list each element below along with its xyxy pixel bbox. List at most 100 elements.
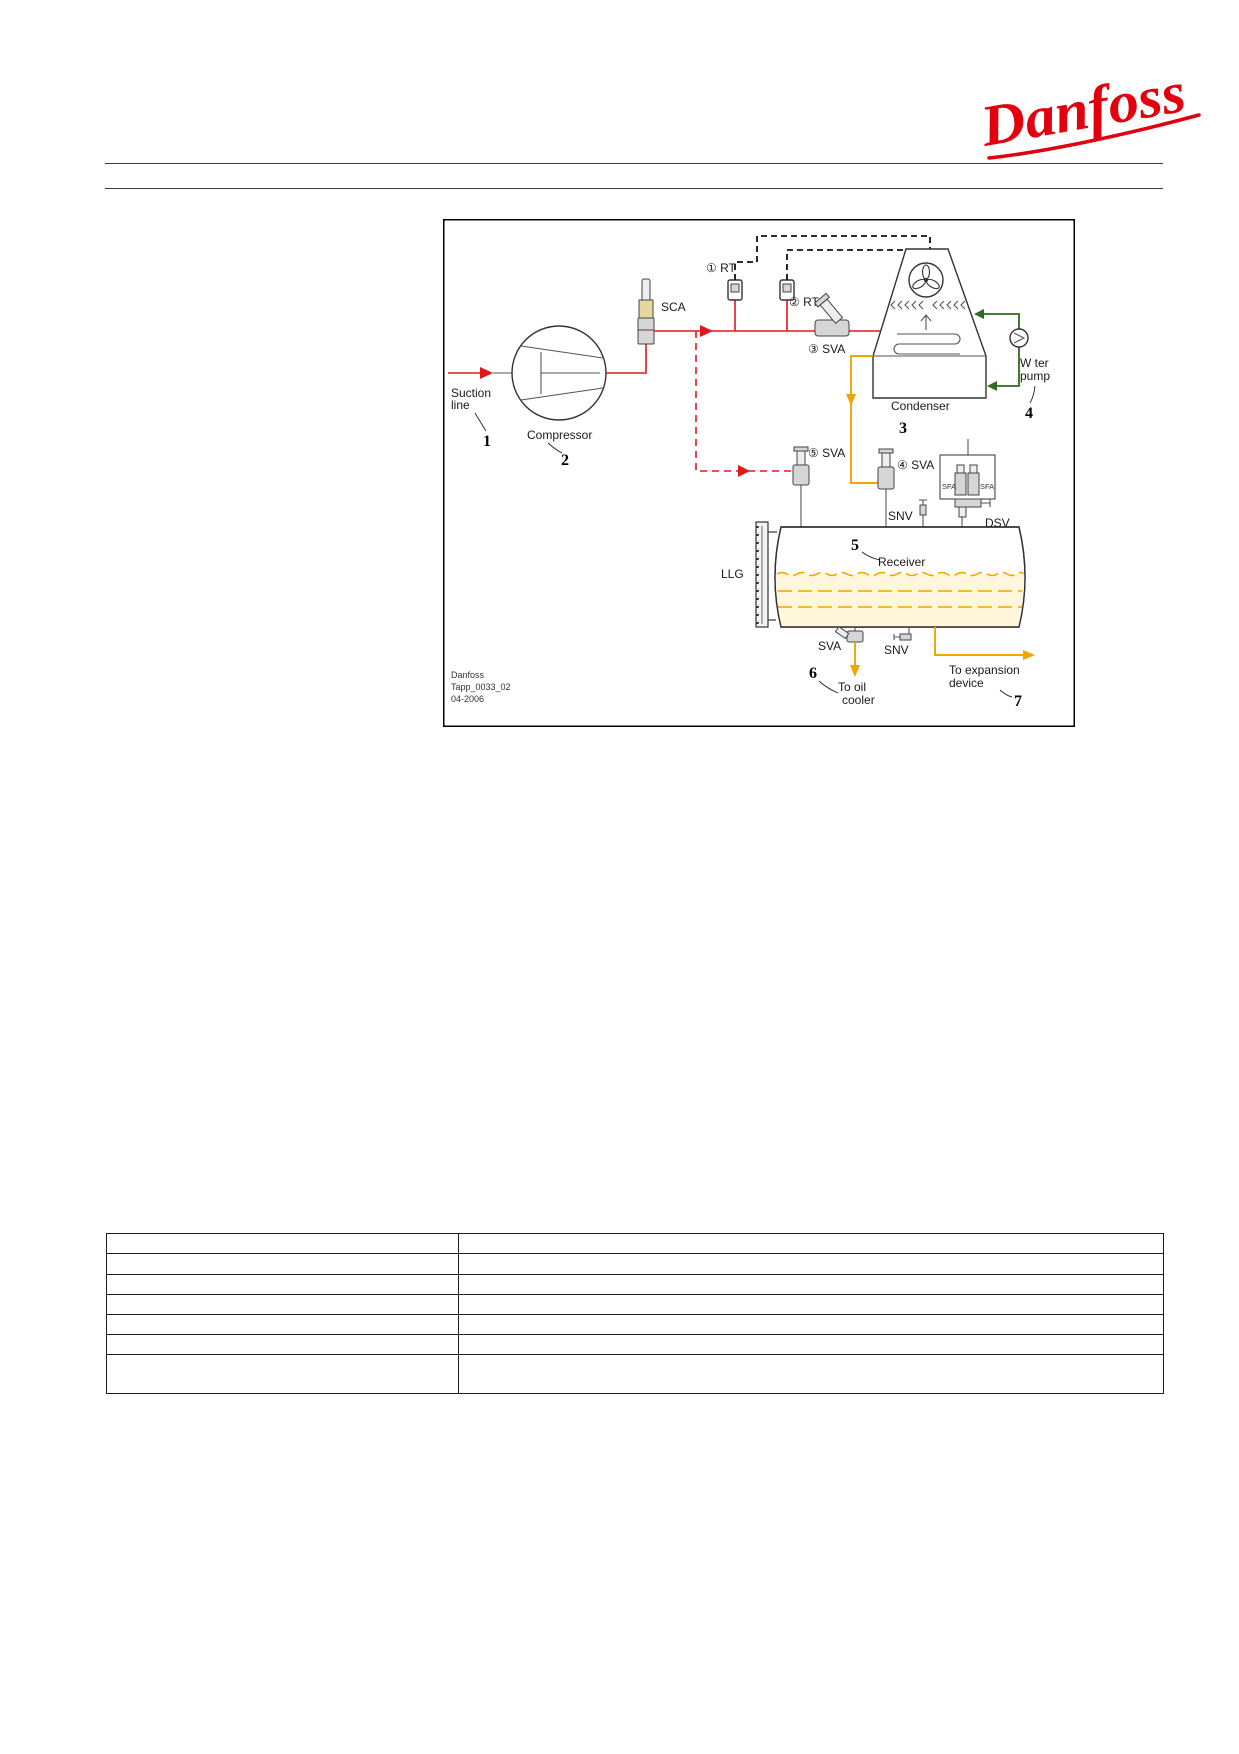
expansion-device-pipe bbox=[934, 627, 1025, 656]
sva3-stop-valve-icon bbox=[813, 292, 850, 337]
table-cell bbox=[106, 1334, 459, 1355]
table-cell bbox=[106, 1233, 459, 1254]
refrigeration-circuit-diagram: Suction line 1 Compressor 2 SCA ① RT ② R… bbox=[443, 219, 1075, 727]
rt1-control-signal bbox=[734, 235, 931, 280]
danfoss-logo: Danfoss bbox=[975, 68, 1201, 160]
rt2-window bbox=[782, 283, 792, 293]
sva4-label: ④ SVA bbox=[897, 458, 934, 472]
snv-bottom-body bbox=[899, 633, 912, 641]
fan-icon bbox=[908, 262, 944, 298]
receiver-vessel-edge bbox=[774, 526, 1026, 628]
receiver-label: Receiver bbox=[878, 555, 925, 569]
sfa-left-cap bbox=[956, 464, 965, 474]
water-pump-icon bbox=[1009, 328, 1029, 348]
pump-impeller bbox=[1013, 332, 1026, 344]
sva5-label: ⑤ SVA bbox=[808, 446, 845, 460]
snv-bottom-label: SNV bbox=[884, 643, 909, 657]
dsv-body bbox=[954, 498, 982, 508]
sva5-stop-valve-icon bbox=[792, 446, 810, 486]
snv-top-body bbox=[919, 504, 927, 516]
oil-cooler-arrow bbox=[850, 665, 860, 677]
rt1-window bbox=[730, 283, 740, 293]
sva4-body bbox=[877, 466, 895, 490]
compressor-chord-bottom bbox=[520, 387, 604, 401]
suction-line-label: Suction bbox=[451, 386, 491, 400]
spec-table bbox=[106, 1233, 1164, 1394]
sva3-label: ③ SVA bbox=[808, 342, 845, 356]
rt1-pressure-switch-icon bbox=[727, 279, 743, 301]
table-row bbox=[106, 1314, 1164, 1335]
leader-6 bbox=[818, 680, 839, 694]
dsv-handle bbox=[981, 499, 991, 507]
water-return-arrow bbox=[987, 381, 997, 391]
sva4-handle bbox=[878, 448, 894, 454]
water-supply-pipe bbox=[982, 313, 1020, 329]
sva5-stem bbox=[796, 450, 806, 466]
header-rule-bottom bbox=[105, 188, 1163, 189]
airflow-chevrons bbox=[890, 300, 966, 310]
snv-bottom-needle-valve-icon bbox=[893, 633, 912, 641]
table-row bbox=[106, 1354, 1164, 1394]
sca-valve-icon bbox=[637, 278, 655, 345]
table-cell bbox=[458, 1334, 1164, 1355]
condenser-coil bbox=[893, 333, 961, 355]
sfa-right-label: SFA bbox=[980, 482, 994, 491]
expansion-device-label: To expansion bbox=[949, 663, 1020, 677]
leader-1 bbox=[474, 412, 487, 432]
figure-credit-date: 04-2006 bbox=[451, 694, 484, 704]
rt2-label: ② RT bbox=[789, 295, 820, 309]
sva5-body bbox=[792, 464, 810, 486]
leader-5 bbox=[861, 551, 881, 561]
water-supply-arrow bbox=[974, 309, 984, 319]
sva4-stem bbox=[881, 452, 891, 468]
rt2-control-signal bbox=[786, 249, 919, 280]
sfa-right-safety-valve-icon bbox=[967, 464, 980, 496]
suction-flow-arrow bbox=[480, 367, 493, 379]
sva3-body bbox=[814, 319, 850, 337]
water-return-pipe bbox=[996, 347, 1020, 387]
sfa-left-body bbox=[954, 472, 967, 496]
table-row bbox=[106, 1253, 1164, 1275]
figure-credit-company: Danfoss bbox=[451, 670, 485, 680]
sva-bottom-stem bbox=[834, 625, 850, 640]
sca-label: SCA bbox=[661, 300, 686, 314]
sva-bottom-label: SVA bbox=[818, 639, 841, 653]
suction-line-label-2: line bbox=[451, 398, 470, 412]
figure-credit-id: Tapp_0033_02 bbox=[451, 682, 511, 692]
sfa-right-cap bbox=[969, 464, 978, 474]
water-pump-label-2: pump bbox=[1020, 369, 1050, 383]
table-cell bbox=[458, 1253, 1164, 1275]
llg-level-gauge-icon bbox=[755, 521, 777, 628]
table-cell bbox=[458, 1294, 1164, 1315]
sca-body bbox=[637, 317, 655, 345]
callout-number-6: 6 bbox=[809, 665, 817, 682]
callout-number-2: 2 bbox=[561, 452, 569, 469]
sva5-handle bbox=[793, 446, 809, 452]
callout-number-4: 4 bbox=[1025, 405, 1033, 422]
dsv-valve-icon bbox=[954, 498, 991, 518]
discharge-flow-arrow bbox=[700, 325, 713, 337]
snv-top-label: SNV bbox=[888, 509, 913, 523]
callout-number-3: 3 bbox=[899, 420, 907, 437]
oil-cooler-label-2: cooler bbox=[842, 693, 875, 707]
table-cell bbox=[458, 1354, 1164, 1394]
leader-2 bbox=[547, 442, 563, 454]
sfa-right-body bbox=[967, 472, 980, 496]
snv-bottom-spindle bbox=[893, 634, 900, 640]
fan-hub bbox=[924, 278, 928, 282]
sva-bottom-body bbox=[846, 630, 864, 643]
receiver-liquid-surface bbox=[776, 571, 1024, 577]
table-cell bbox=[106, 1314, 459, 1335]
callout-number-7: 7 bbox=[1014, 693, 1022, 710]
snv-top-spindle bbox=[919, 499, 927, 505]
compressor-symbol bbox=[511, 325, 607, 421]
leader-7 bbox=[999, 689, 1013, 698]
receiver-equalizing-pipe bbox=[695, 331, 792, 472]
compressor-chord-top bbox=[520, 345, 604, 359]
header-rule-top bbox=[105, 163, 1163, 164]
sva4-stop-valve-icon bbox=[877, 448, 895, 490]
receiver-liquid bbox=[775, 574, 1025, 627]
table-row bbox=[106, 1294, 1164, 1315]
table-cell bbox=[106, 1253, 459, 1275]
llg-label: LLG bbox=[721, 567, 744, 581]
